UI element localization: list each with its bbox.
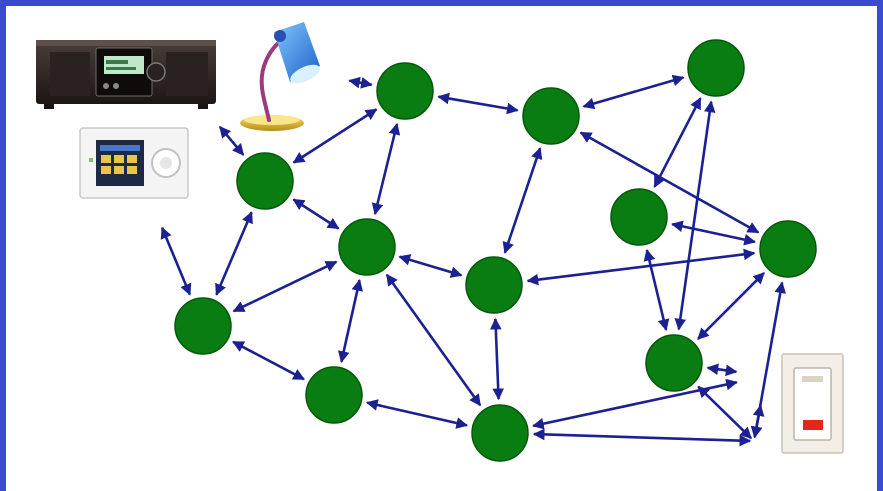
link-arrow-n7-n9 xyxy=(643,248,670,332)
diagram-frame xyxy=(6,6,877,491)
mesh-node-n6 xyxy=(465,256,523,314)
mesh-node-n5 xyxy=(338,218,396,276)
link-arrow-n2-n5 xyxy=(371,122,401,216)
mesh-node-n3 xyxy=(522,87,580,145)
link-arrow-n4-n7 xyxy=(653,97,702,188)
link-arrow-n3-n6 xyxy=(502,147,543,254)
mesh-node-n12 xyxy=(471,404,529,462)
link-arrow-n5-n11 xyxy=(337,279,364,363)
link-arrow-n5-n12 xyxy=(385,273,482,407)
link-arrow-n12-n13 xyxy=(532,428,752,447)
mesh-node-n10 xyxy=(174,297,232,355)
link-arrow-n12-wall-switch xyxy=(532,378,738,430)
link-arrow-n4-n9 xyxy=(674,100,716,331)
link-arrow-n8-n7 xyxy=(671,220,756,246)
link-arrow-n3-n4 xyxy=(582,74,685,110)
mesh-network-diagram xyxy=(36,22,844,462)
desk-lamp-icon xyxy=(240,22,320,131)
mesh-node-n9 xyxy=(645,334,703,392)
link-arrow-n10-n11 xyxy=(232,340,305,381)
link-arrow-n9-n13 xyxy=(697,385,753,440)
mesh-node-n2 xyxy=(376,62,434,120)
link-arrow-n5-n10 xyxy=(232,260,338,313)
link-arrow-n3-n8 xyxy=(579,131,760,234)
touch-panel-icon xyxy=(79,127,189,199)
link-arrow-n11-n12 xyxy=(365,399,469,429)
link-arrow-av-receiver-n1 xyxy=(218,125,245,156)
link-arrow-n6-n8 xyxy=(526,248,756,286)
link-arrow-n2-n3 xyxy=(437,92,519,115)
link-arrow-touch-panel-n10 xyxy=(160,226,192,296)
nodes-layer xyxy=(174,39,817,462)
wall-switch-icon xyxy=(781,353,844,454)
av-receiver-icon xyxy=(36,40,216,109)
links-layer xyxy=(160,74,787,447)
link-arrow-n6-n12 xyxy=(489,317,505,401)
mesh-node-n4 xyxy=(687,39,745,97)
mesh-node-n1 xyxy=(236,152,294,210)
mesh-node-n7 xyxy=(610,188,668,246)
link-arrow-n1-n10 xyxy=(215,211,253,296)
link-arrow-n1-n5 xyxy=(292,198,340,230)
link-arrow-n5-n6 xyxy=(398,254,463,278)
link-arrow-n8-n9 xyxy=(697,272,765,340)
link-arrow-n13-wall-switch xyxy=(750,404,765,439)
link-arrow-n9-wall-switch xyxy=(706,363,738,377)
mesh-node-n8 xyxy=(759,220,817,278)
link-arrow-desk-lamp-n2 xyxy=(348,76,373,89)
mesh-node-n11 xyxy=(305,366,363,424)
link-arrow-n1-n2 xyxy=(292,108,378,164)
